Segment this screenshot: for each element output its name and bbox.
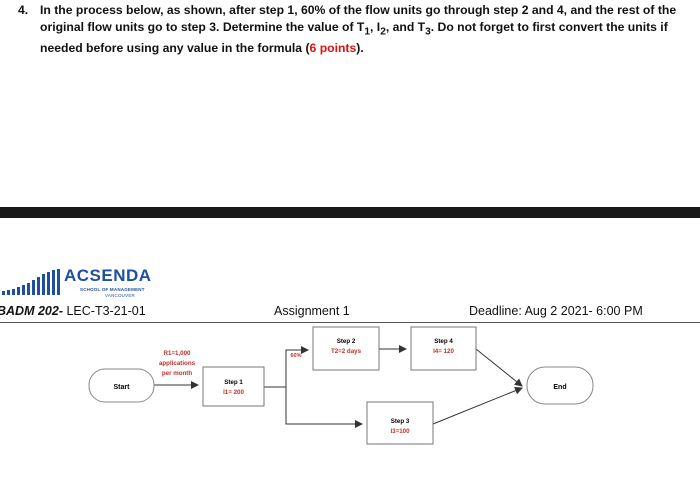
step2-title: Step 2	[337, 338, 356, 345]
logo-name: ACSENDA	[64, 266, 152, 285]
arrival-rate-line1: R1=1,000	[163, 350, 191, 357]
split-percent-label: 60%	[290, 353, 301, 359]
logo-subtitle: SCHOOL OF MANAGEMENT	[80, 287, 145, 292]
arrow-step1-step2	[264, 346, 309, 388]
acsenda-logo: ACSENDA SCHOOL OF MANAGEMENT VANCOUVER	[0, 266, 151, 302]
step1-box	[202, 366, 265, 407]
step2-box	[312, 326, 380, 371]
step4-box	[410, 326, 477, 371]
points-label: 6 points	[309, 41, 357, 56]
arrow-step3-end	[432, 386, 523, 425]
black-divider-band	[0, 207, 700, 218]
step4-title: Step 4	[434, 338, 453, 345]
end-label: End	[553, 384, 566, 391]
assignment-label: Assignment 1	[274, 304, 350, 318]
step3-box	[366, 401, 434, 445]
step1-value: I1= 200	[223, 389, 244, 396]
logo-bars-icon	[2, 269, 60, 295]
arrow-step4-end	[475, 348, 523, 387]
step4-value: I4= 120	[433, 348, 454, 355]
start-label: Start	[114, 384, 131, 391]
end-node	[526, 366, 594, 405]
arrow-step1-step3	[285, 387, 363, 428]
course-label: BADM 202- LEC-T3-21-01	[0, 304, 146, 318]
deadline-label: Deadline: Aug 2 2021- 6:00 PM	[469, 304, 643, 318]
start-node	[88, 368, 155, 403]
step3-title: Step 3	[391, 418, 410, 425]
question-text: In the process below, as shown, after st…	[40, 3, 677, 56]
step1-title: Step 1	[224, 379, 243, 386]
step2-value: T2=2 days	[331, 348, 362, 355]
arrival-rate-line2: applications	[159, 360, 196, 367]
header-rule	[0, 322, 700, 323]
logo-city: VANCOUVER	[105, 293, 135, 298]
step3-value: I3=100	[390, 428, 410, 435]
arrival-rate-line3: per month	[162, 370, 192, 377]
question-number: 4.	[18, 3, 29, 17]
